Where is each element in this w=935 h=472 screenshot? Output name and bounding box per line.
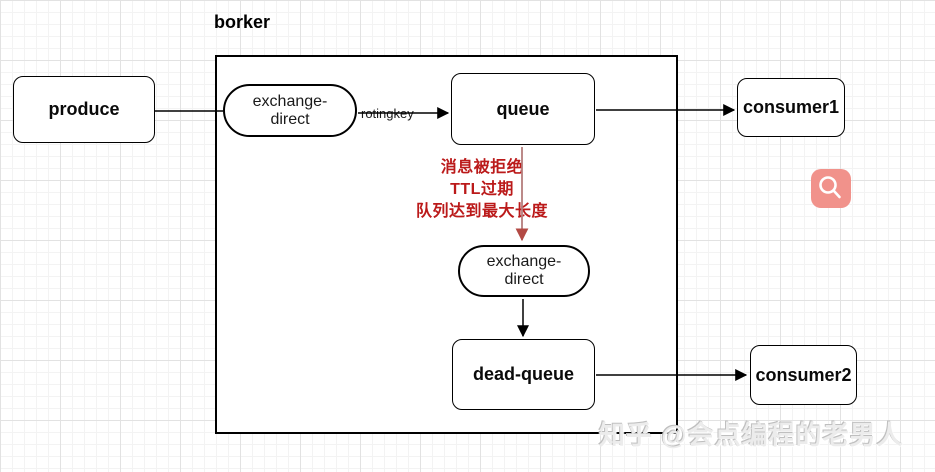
node-queue: queue bbox=[451, 73, 595, 145]
magnifier-icon bbox=[819, 176, 841, 199]
node-produce: produce bbox=[13, 76, 155, 143]
node-exchange-direct-2-label: exchange-direct bbox=[486, 253, 562, 288]
node-produce-label: produce bbox=[48, 99, 120, 119]
zhihu-watermark: 知乎 @会点编程的老男人 bbox=[599, 420, 904, 450]
node-exchange-direct-1: exchange-direct bbox=[223, 84, 357, 137]
image-zoom-button[interactable] bbox=[811, 169, 851, 208]
node-queue-label: queue bbox=[496, 98, 550, 119]
node-consumer2: consumer2 bbox=[750, 345, 857, 405]
broker-label: borker bbox=[214, 12, 271, 32]
dead-letter-reason-line: 队列达到最大长度 bbox=[415, 203, 548, 220]
routing-key-label: rotingkey bbox=[359, 106, 416, 122]
node-consumer1-label: consumer1 bbox=[742, 97, 840, 117]
dead-letter-reason-line: 消息被拒绝 bbox=[440, 159, 524, 176]
node-dead-queue: dead-queue bbox=[452, 339, 595, 410]
node-exchange-direct-1-label: exchange-direct bbox=[252, 92, 328, 128]
dead-letter-reasons: 消息被拒绝 TTL过期 队列达到最大长度 bbox=[403, 157, 561, 223]
node-consumer1: consumer1 bbox=[737, 78, 845, 137]
node-consumer2-label: consumer2 bbox=[755, 364, 852, 385]
node-exchange-direct-2: exchange-direct bbox=[458, 245, 590, 297]
node-dead-queue-label: dead-queue bbox=[472, 364, 574, 384]
dead-letter-reason-line: TTL过期 bbox=[450, 181, 514, 198]
